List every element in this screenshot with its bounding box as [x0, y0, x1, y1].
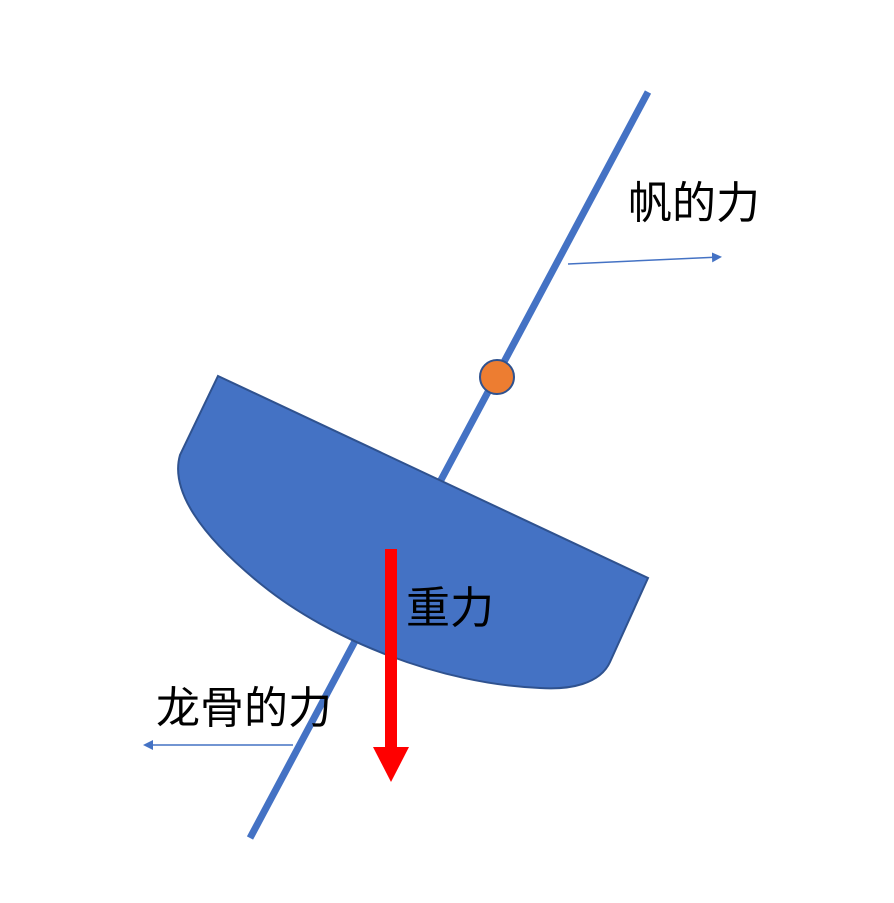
sail-force-arrow — [567, 252, 722, 265]
sail-force-label: 帆的力 — [628, 178, 760, 229]
pivot-point — [479, 359, 515, 395]
gravity-arrow-shaft — [385, 549, 397, 749]
gravity-label: 重力 — [406, 583, 494, 634]
mast-line — [246, 90, 652, 840]
gravity-arrow-head — [373, 747, 409, 782]
boat-hull — [177, 374, 650, 690]
keel-force-label: 龙骨的力 — [156, 683, 332, 734]
